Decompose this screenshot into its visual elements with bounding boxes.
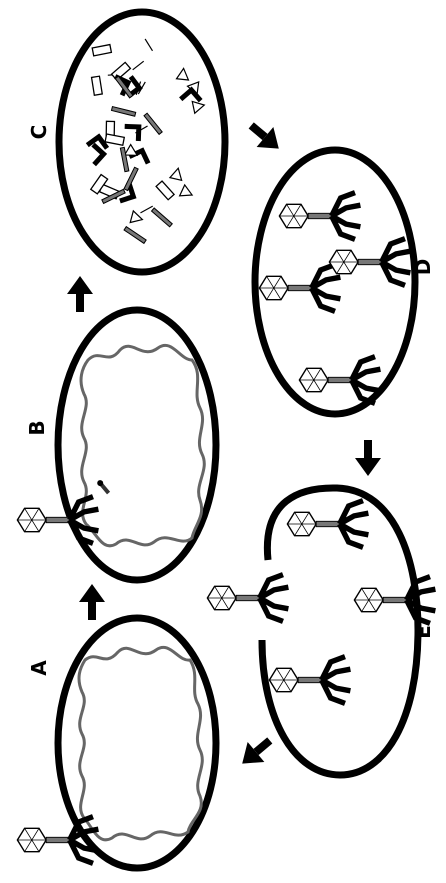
cell-a [17, 618, 216, 868]
cell-membrane-icon [59, 12, 225, 272]
arrow-icon [355, 440, 381, 476]
stage-label-c: C [27, 125, 51, 140]
bacteriophage-icon [269, 657, 350, 704]
arrow-icon [243, 115, 287, 158]
cell-c [59, 12, 225, 272]
bacteriophage-icon [207, 575, 288, 622]
arrow-icon [79, 584, 105, 620]
cell-e [207, 488, 435, 775]
bacteriophage-icon [354, 577, 435, 624]
arrow-icon [234, 730, 278, 773]
cell-d [255, 150, 415, 414]
arrow-icon [67, 276, 93, 312]
stage-label-b: B [25, 420, 49, 435]
stage-label-a: A [27, 660, 51, 676]
cell-b [17, 310, 216, 580]
cell-membrane-icon [262, 488, 418, 775]
bacteriophage-icon [287, 501, 368, 548]
